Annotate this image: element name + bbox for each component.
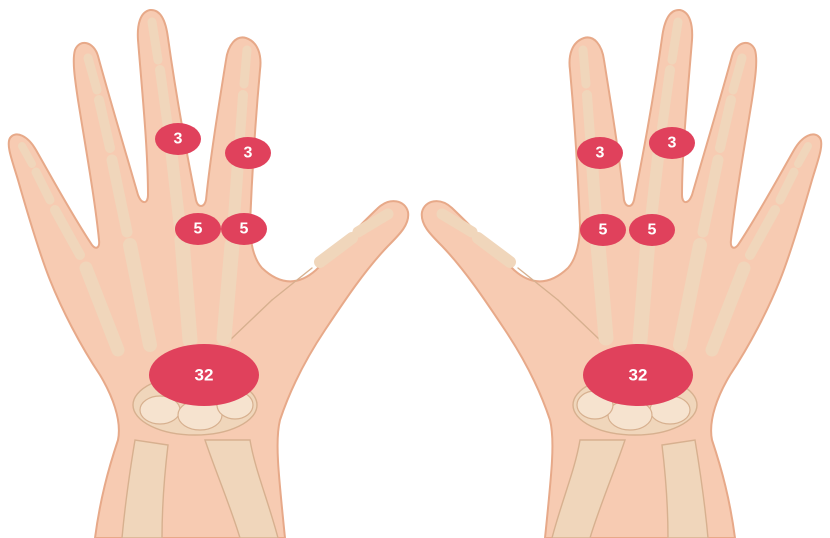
right-marker-wrist: 32	[583, 344, 693, 406]
marker-label: 5	[240, 221, 249, 238]
marker-label: 3	[668, 135, 677, 152]
marker-label: 5	[599, 222, 608, 239]
right-marker-index-distal: 3	[577, 137, 623, 169]
right-marker-middle-proximal: 5	[629, 214, 675, 246]
marker-label: 32	[629, 366, 648, 385]
left-marker-index-proximal: 5	[221, 213, 267, 245]
right-marker-middle-distal: 3	[649, 127, 695, 159]
marker-label: 5	[194, 221, 203, 238]
marker-label: 3	[596, 145, 605, 162]
right-marker-index-proximal: 5	[580, 214, 626, 246]
marker-label: 3	[244, 145, 253, 162]
right-hand	[422, 10, 822, 538]
left-marker-wrist: 32	[149, 344, 259, 406]
left-marker-index-distal: 3	[225, 137, 271, 169]
marker-label: 32	[195, 366, 214, 385]
left-marker-middle-distal: 3	[155, 123, 201, 155]
left-hand	[9, 10, 409, 538]
marker-label: 3	[174, 131, 183, 148]
left-marker-middle-proximal: 5	[175, 213, 221, 245]
marker-label: 5	[648, 222, 657, 239]
